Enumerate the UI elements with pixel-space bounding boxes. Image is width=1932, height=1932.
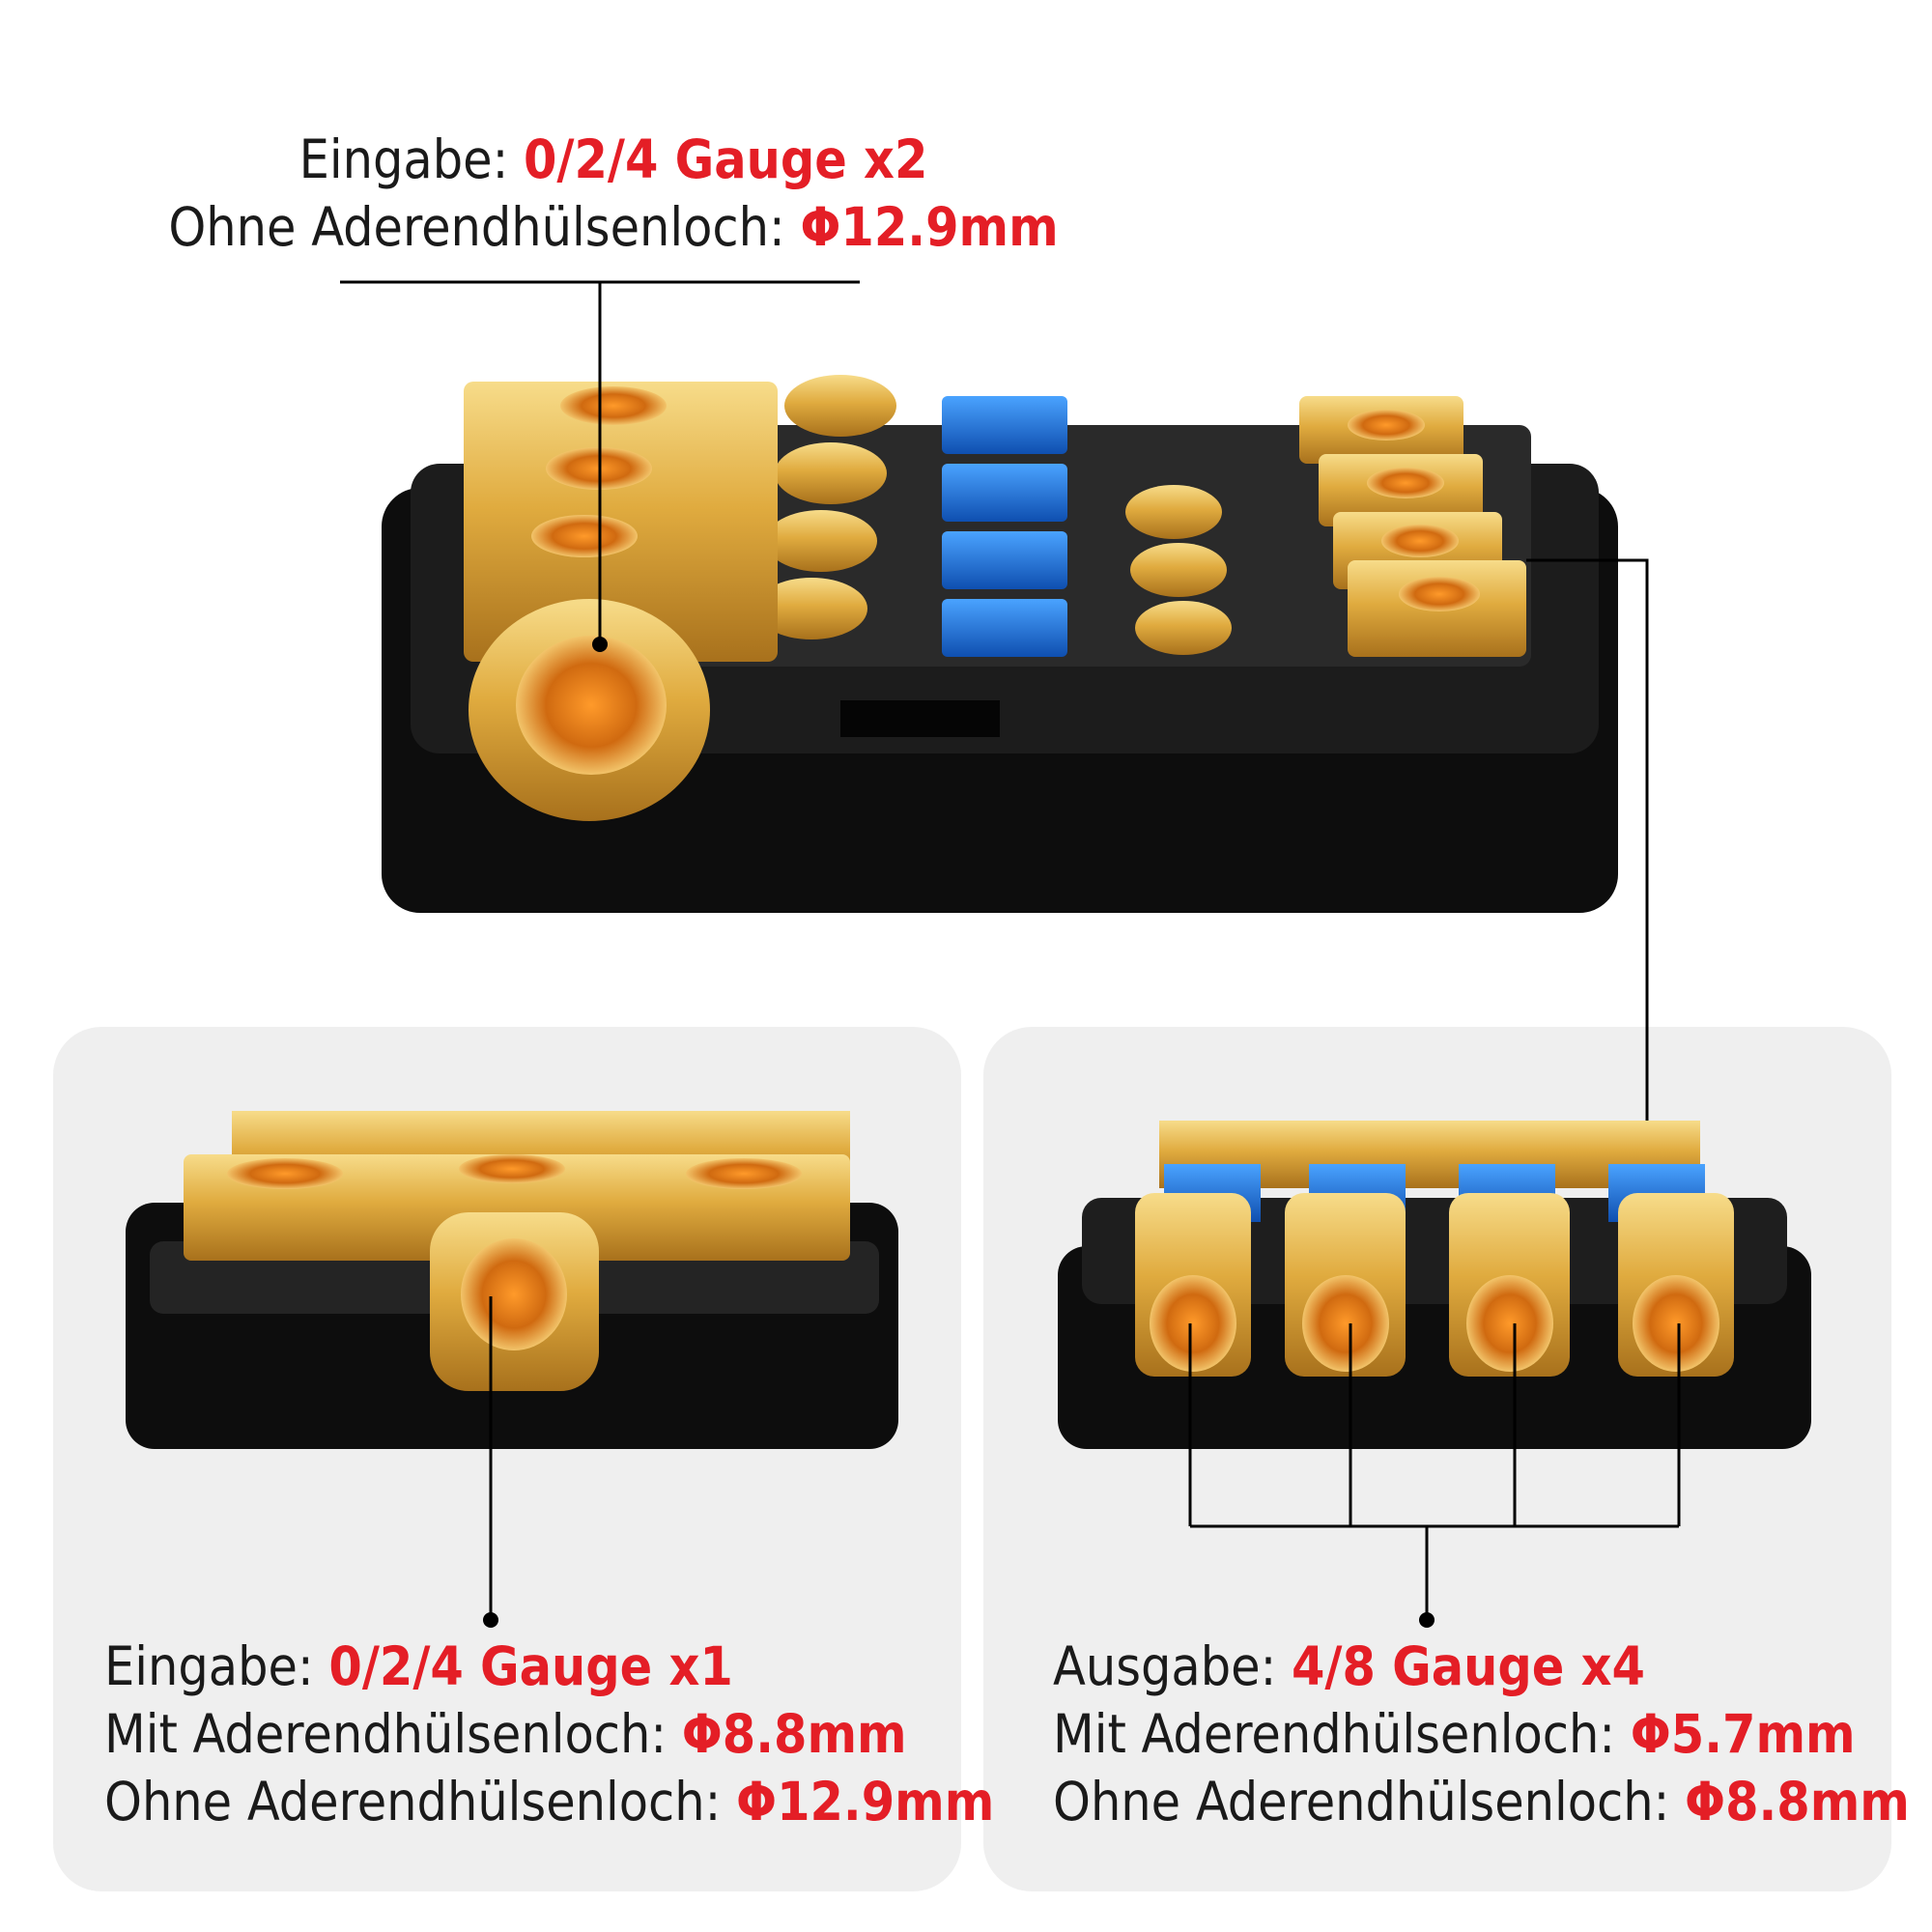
bar-hole-3: [531, 515, 638, 557]
top-callout-dot: [592, 637, 608, 652]
right-fuse-block: [1058, 1121, 1811, 1449]
right-bottom-bracket: [1188, 1323, 1681, 1620]
output-terminals: [1299, 396, 1526, 657]
left-spec-line-2: Mit Aderendhülsenloch: Φ8.8mm: [104, 1703, 907, 1765]
top-spec-line-2: Ohne Aderendhülsenloch: Φ12.9mm: [168, 196, 1059, 258]
right-spec: Ausgabe: 4/8 Gauge x4 Mit Aderendhülsenl…: [1053, 1633, 1910, 1835]
right-spec-line-3: Ohne Aderendhülsenloch: Φ8.8mm: [1053, 1771, 1910, 1833]
fuse-4: [942, 599, 1067, 657]
left-fuse-block: [126, 1111, 898, 1449]
right-output-terminals: [1135, 1193, 1734, 1377]
left-spec: Eingabe: 0/2/4 Gauge x1 Mit Aderendhülse…: [104, 1633, 994, 1835]
fuse-row: [942, 396, 1067, 657]
fuse-1: [942, 396, 1067, 454]
right-bottom-dot: [1419, 1612, 1435, 1628]
right-spec-line-1: Ausgabe: 4/8 Gauge x4: [1053, 1635, 1645, 1697]
top-spec: Eingabe: 0/2/4 Gauge x2 Ohne Aderendhüls…: [0, 126, 1227, 261]
right-spec-line-2: Mit Aderendhülsenloch: Φ5.7mm: [1053, 1703, 1856, 1765]
top-spec-line-1: Eingabe: 0/2/4 Gauge x2: [298, 128, 928, 190]
left-spec-line-1: Eingabe: 0/2/4 Gauge x1: [104, 1635, 733, 1697]
input-terminal-hole: [516, 636, 667, 775]
screw-row-right: [1125, 485, 1232, 655]
right-callout-leader: [1526, 558, 1649, 1161]
screw-row-left: [755, 375, 896, 639]
housing-slot: [840, 700, 1000, 737]
fuse-3: [942, 531, 1067, 589]
left-input-bar: [184, 1154, 850, 1261]
left-callout-dot: [483, 1612, 498, 1628]
right-block-lid: [1082, 1198, 1787, 1304]
main-fuse-block: [382, 375, 1618, 913]
left-input-terminal-hole: [461, 1238, 567, 1350]
fuse-2: [942, 464, 1067, 522]
left-spec-line-3: Ohne Aderendhülsenloch: Φ12.9mm: [104, 1771, 995, 1833]
bar-hole-1: [560, 386, 667, 425]
